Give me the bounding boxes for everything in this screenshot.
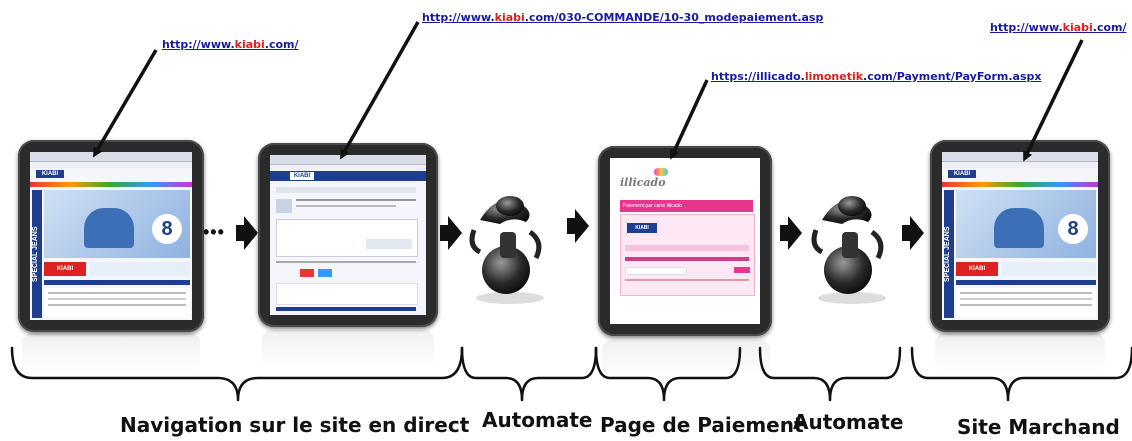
kiabi-logo-2: KIABI — [290, 172, 314, 180]
pointer-arrow-3 — [669, 79, 709, 160]
brace-merchant — [910, 346, 1132, 402]
brace-payment — [594, 346, 742, 402]
kiabi-logo-4: KIABI — [948, 170, 976, 178]
hero-banner-2: 8 — [956, 190, 1096, 258]
brace-automate-1 — [460, 346, 598, 402]
robot-automate-1-icon — [469, 196, 544, 304]
hero-banner: 8 — [44, 190, 190, 258]
label-automate-2: Automate — [793, 410, 904, 434]
flow-arrow-3 — [567, 209, 589, 243]
reflection-tablet-2 — [262, 330, 434, 370]
url-kiabi-home-2[interactable]: http://www.kiabi.com/ — [990, 21, 1127, 34]
payment-header: Paiement par carte illicado — [620, 200, 753, 212]
tablet-kiabi-home: KIABI SPECIAL JEANS 8 KIABI SOLDES — [18, 140, 204, 332]
url-illicado-payform[interactable]: https://illicado.limonetik.com/Payment/P… — [711, 70, 1042, 83]
kiabi-home-screen: KIABI SPECIAL JEANS 8 KIABI SOLDES — [30, 152, 192, 320]
label-automate-1: Automate — [482, 408, 593, 432]
url-kiabi-payment-mode[interactable]: http://www.kiabi.com/030-COMMANDE/10-30_… — [422, 11, 824, 24]
payment-mode-screen: KIABI — [270, 155, 426, 315]
brace-automate-2 — [758, 346, 902, 402]
illicado-screen: illicado Paiement par carte illicado KIA… — [610, 158, 760, 324]
price-bubble: 8 — [152, 214, 182, 244]
kiabi-logo: KIABI — [36, 170, 64, 178]
illicado-logo: illicado — [620, 176, 666, 189]
pointer-arrow-2 — [340, 21, 420, 160]
ellipsis-dots: ••• — [203, 222, 225, 242]
flow-arrow-2 — [440, 216, 462, 250]
label-navigation: Navigation sur le site en direct — [120, 413, 470, 437]
brace-navigation — [10, 346, 464, 402]
kiabi-merchant-screen: KIABI SPECIAL JEANS 8 KIABI SOLDES — [942, 152, 1098, 320]
flow-arrow-4 — [780, 216, 802, 250]
tablet-illicado-payment: illicado Paiement par carte illicado KIA… — [598, 146, 772, 336]
label-payment-page: Page de Paiement — [600, 413, 804, 437]
reflection-tablet-3 — [602, 340, 770, 376]
reflection-tablet-4 — [935, 333, 1105, 373]
kiabi-mini-logo: KIABI — [627, 223, 657, 233]
price-bubble-2: 8 — [1058, 214, 1088, 244]
label-merchant-site: Site Marchand — [957, 415, 1120, 439]
pointer-arrow-4 — [1023, 39, 1084, 162]
tablet-kiabi-merchant: KIABI SPECIAL JEANS 8 KIABI SOLDES — [930, 140, 1110, 332]
reflection-tablet-1 — [22, 333, 200, 373]
url-kiabi-home-1[interactable]: http://www.kiabi.com/ — [162, 38, 299, 51]
flow-arrow-1 — [236, 216, 258, 250]
pointer-arrow-1 — [92, 49, 158, 158]
tablet-kiabi-payment-mode: KIABI — [258, 143, 438, 327]
robot-automate-2-icon — [811, 196, 886, 304]
flow-arrow-5 — [902, 216, 924, 250]
